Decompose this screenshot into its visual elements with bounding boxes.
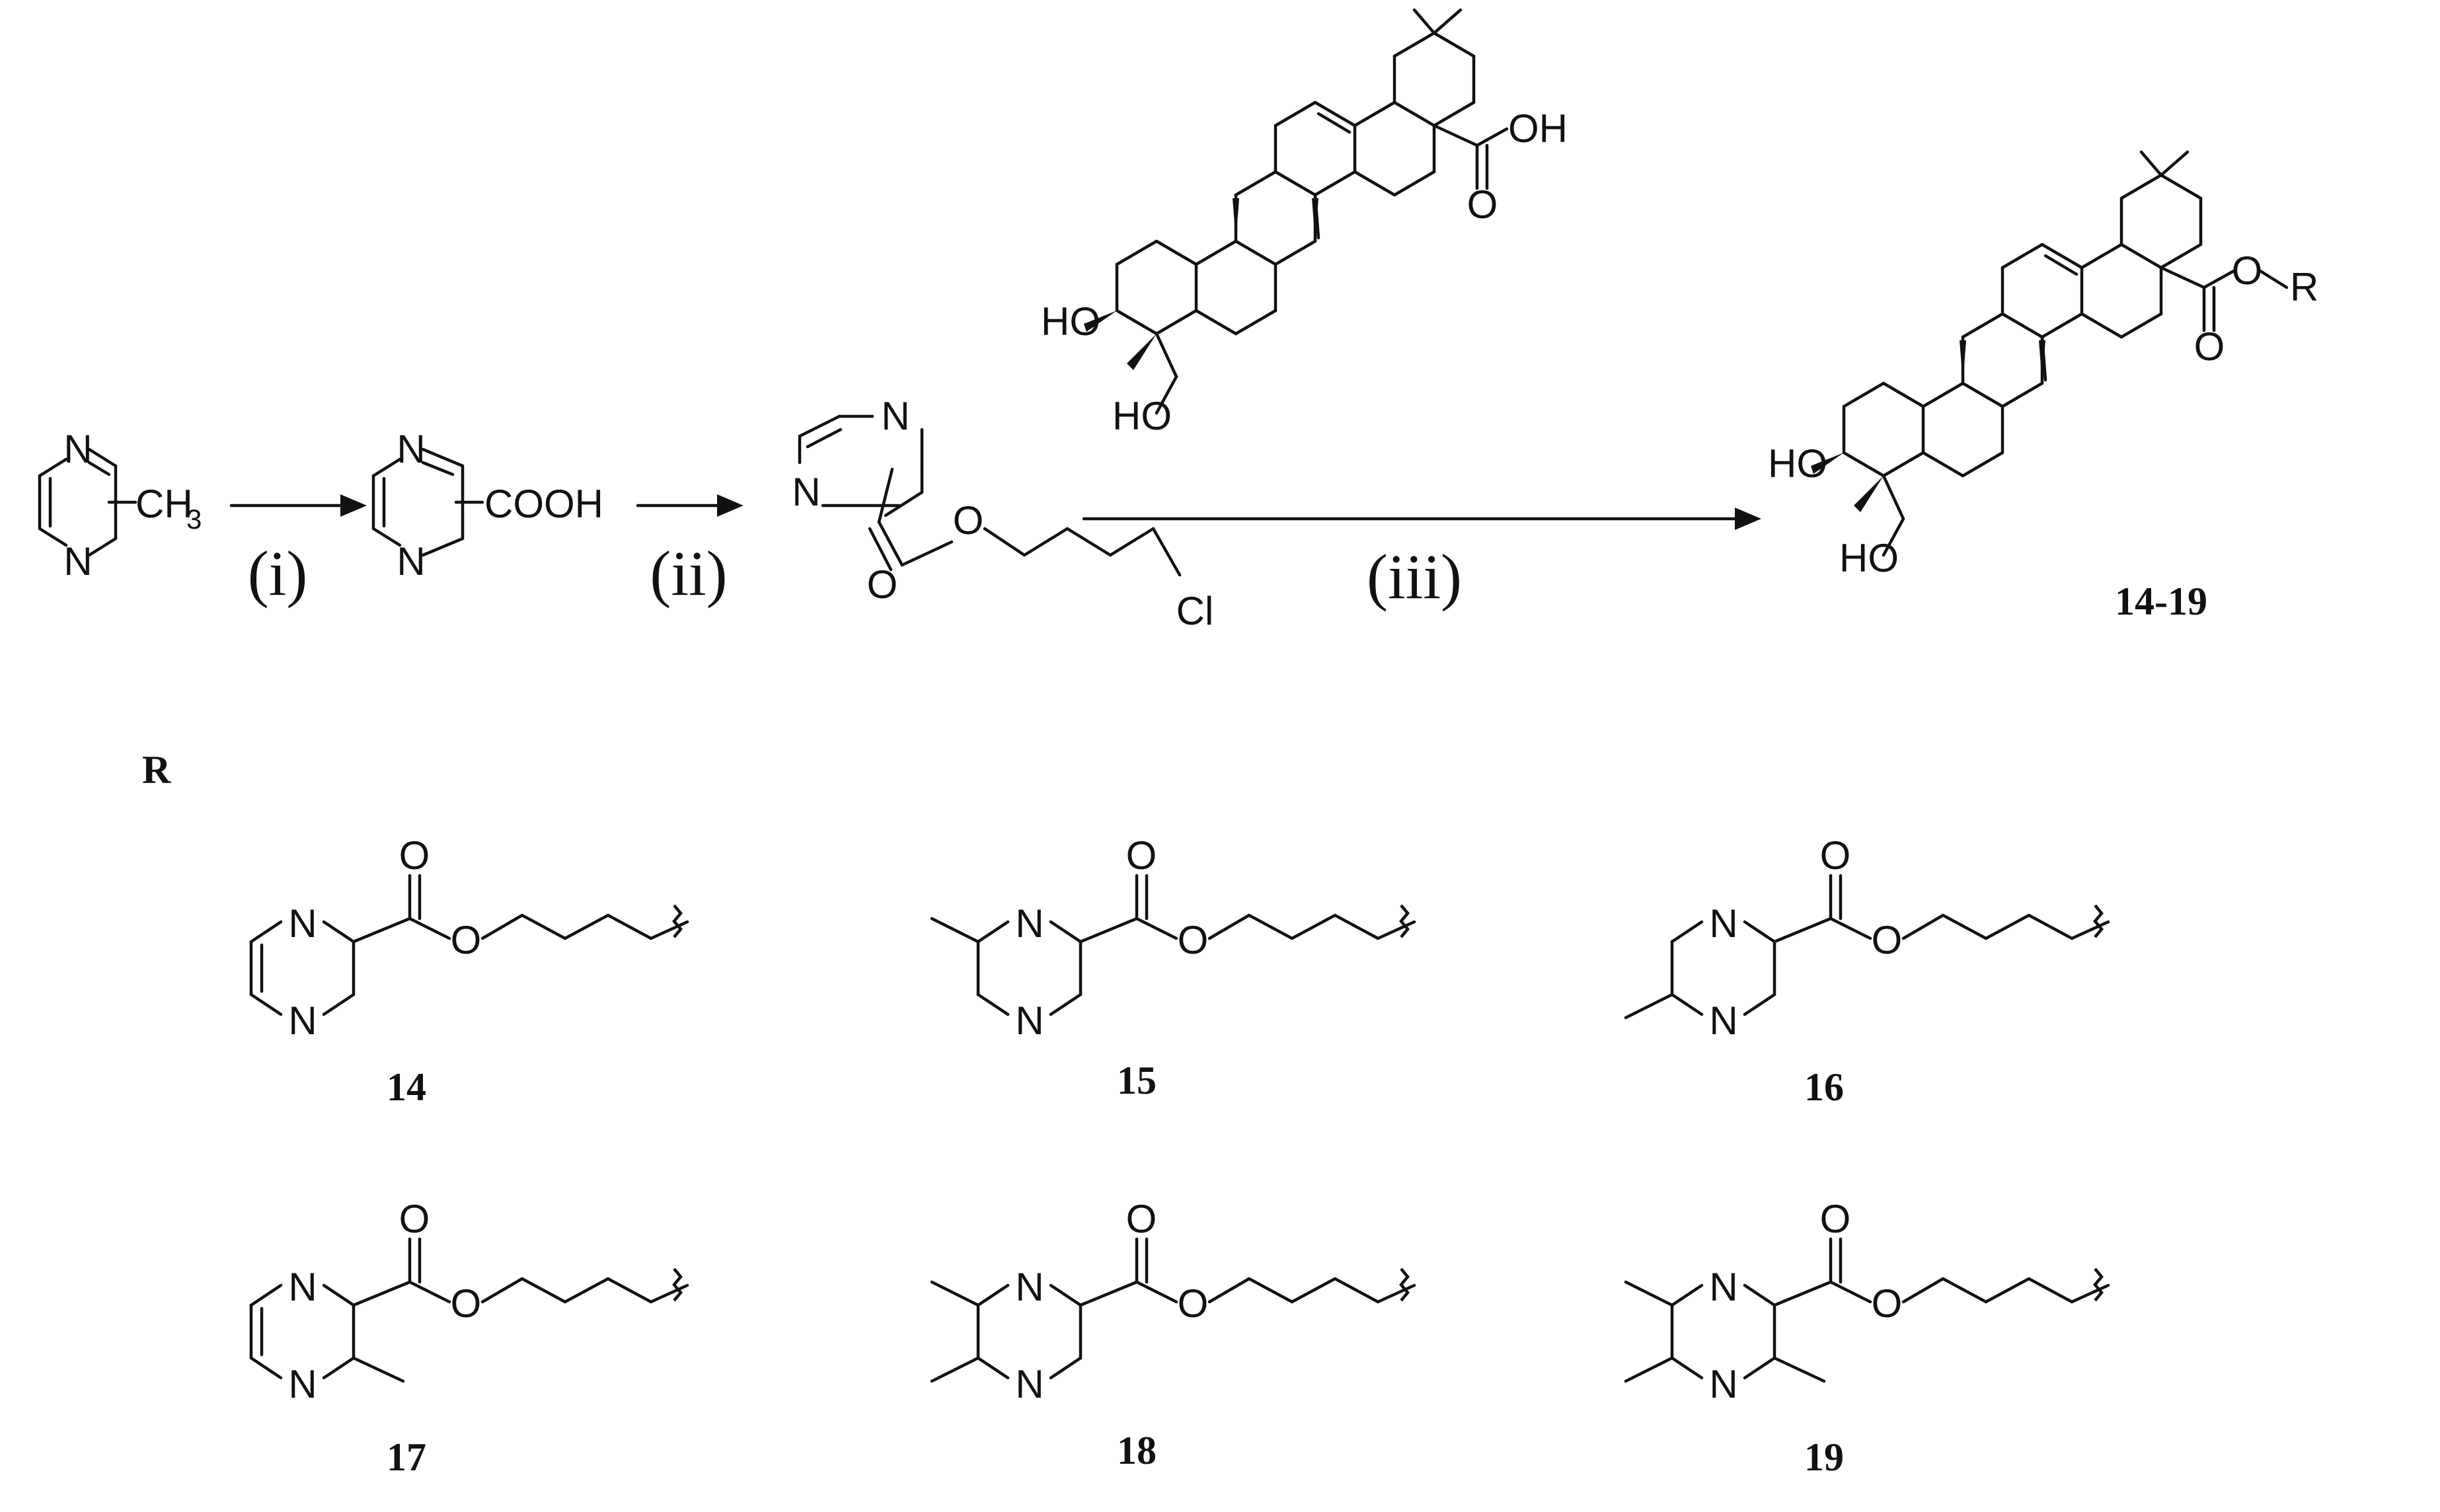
ester-o-atom: O — [451, 918, 482, 962]
compound-label-19: 19 — [1804, 1435, 1844, 1479]
carbonyl-o-atom: O — [1126, 833, 1157, 878]
pyrazine-n-atom: N — [1709, 1265, 1737, 1309]
carbonyl-o-atom: O — [867, 562, 898, 607]
reagent-label-ii: (ii) — [650, 538, 727, 609]
compound-label-14: 14 — [387, 1065, 426, 1109]
compound-label-18: 18 — [1117, 1429, 1157, 1472]
reagent-label-i: (i) — [248, 538, 308, 609]
carbonyl-o-atom: O — [399, 1197, 430, 1241]
carbonyl-o-atom: O — [399, 833, 430, 878]
carbonyl-o-atom: O — [1126, 1197, 1157, 1241]
pyrazine-n-atom: N — [1015, 901, 1044, 946]
methyl-subscript: 3 — [186, 504, 202, 535]
r-group-18: N N O O — [930, 1197, 1416, 1406]
r-group-19: N N O O — [1624, 1197, 2110, 1406]
carboxylic-oh-label: OH — [1508, 106, 1568, 151]
reaction-arrow-2 — [636, 494, 743, 517]
pyrazine-n-atom: N — [397, 427, 425, 471]
hydroxymethyl-label: HO — [1839, 536, 1899, 580]
pyrazine-n-atom: N — [1709, 901, 1737, 946]
pyrazine-n-atom: N — [288, 1362, 317, 1406]
pyrazine-n-atom: N — [288, 901, 317, 946]
pyrazine-n-atom: N — [1015, 1362, 1044, 1406]
carbonyl-o-atom: O — [1820, 833, 1851, 878]
pyrazine-n-atom: N — [288, 1265, 317, 1309]
hydroxymethyl-label: HO — [1112, 394, 1172, 438]
pyrazine-n-atom: N — [1015, 999, 1044, 1043]
substituent-r-label: R — [142, 748, 171, 792]
carbonyl-o-atom: O — [1820, 1197, 1851, 1241]
pyrazine-n-atom: N — [792, 470, 820, 514]
reagent-label-iii: (iii) — [1367, 541, 1462, 612]
carbonyl-o-atom: O — [2194, 324, 2225, 369]
pyrazine-n-atom: N — [63, 539, 92, 584]
chlorobutyl-pyrazine-ester-structure: N N O O Cl — [792, 394, 1213, 633]
reaction-arrow-1 — [229, 494, 367, 517]
methyl-group-label: CH — [135, 482, 193, 526]
compound-label-15: 15 — [1117, 1059, 1157, 1102]
ester-o-atom: O — [451, 1281, 482, 1326]
r-group-15: N N O O — [930, 833, 1416, 1043]
pyrazine-n-atom: N — [288, 999, 317, 1043]
compound-label-16: 16 — [1804, 1065, 1844, 1109]
product-ester-structure: O R O HO HO — [1768, 150, 2318, 580]
pyrazine-n-atom: N — [1709, 999, 1737, 1043]
ester-o-atom: O — [2232, 248, 2263, 293]
methylpyrazine-structure: N N CH 3 — [38, 427, 202, 584]
ester-o-atom: O — [1872, 1281, 1903, 1326]
ester-o-atom: O — [953, 498, 984, 543]
hydroxyl-label: HO — [1768, 441, 1827, 486]
pyrazine-n-atom: N — [63, 427, 92, 471]
product-compound-label: 14-19 — [2115, 580, 2207, 623]
pyrazine-n-atom: N — [881, 394, 909, 438]
ester-o-atom: O — [1872, 918, 1903, 962]
ester-o-atom: O — [1178, 918, 1209, 962]
ester-o-atom: O — [1178, 1281, 1209, 1326]
triterpenoid-acid-structure: OH O HO HO — [1041, 8, 1568, 438]
carbonyl-o-atom: O — [1467, 182, 1498, 227]
reaction-arrow-3 — [1082, 508, 1761, 530]
compound-label-17: 17 — [387, 1435, 426, 1479]
chlorine-atom: Cl — [1176, 589, 1214, 633]
carboxylic-acid-label: COOH — [484, 482, 603, 526]
pyrazine-n-atom: N — [1015, 1265, 1044, 1309]
r-group-14: N N O O — [249, 833, 689, 1043]
r-group-17: N N O O — [249, 1197, 689, 1406]
pyrazine-n-atom: N — [1709, 1362, 1737, 1406]
r-group-16: N N O O — [1624, 833, 2110, 1043]
r-group-label: R — [2290, 265, 2318, 309]
pyrazine-carboxylic-acid-structure: N N COOH — [371, 427, 603, 584]
hydroxyl-label: HO — [1041, 299, 1100, 344]
pyrazine-n-atom: N — [397, 539, 425, 584]
